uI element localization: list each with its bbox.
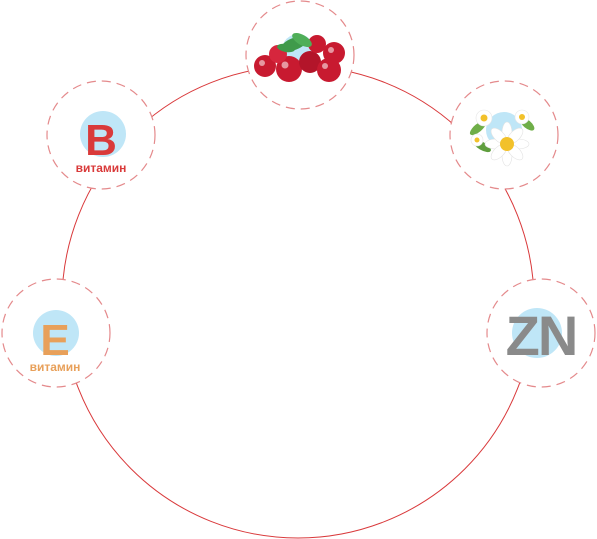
node-cranberry[interactable] <box>245 0 355 110</box>
chamomile-icon <box>469 109 535 167</box>
node-zinc[interactable]: ZN <box>486 278 596 388</box>
cranberry-icon <box>254 33 345 82</box>
vitamin-e-letter: E <box>40 316 69 365</box>
node-vitamin-b[interactable]: B витамин <box>46 80 156 190</box>
node-chamomile[interactable] <box>449 80 559 190</box>
zinc-icon: ZN <box>506 304 579 367</box>
vitamin-e-icon: E витамин <box>30 310 81 374</box>
vitamin-b-caption: витамин <box>76 161 127 175</box>
vitamin-b-icon: B витамин <box>76 111 127 175</box>
vitamin-b-letter: B <box>85 116 117 165</box>
zinc-letters: ZN <box>506 304 577 367</box>
vitamin-e-caption: витамин <box>30 360 81 374</box>
node-vitamin-e[interactable]: E витамин <box>1 278 111 388</box>
